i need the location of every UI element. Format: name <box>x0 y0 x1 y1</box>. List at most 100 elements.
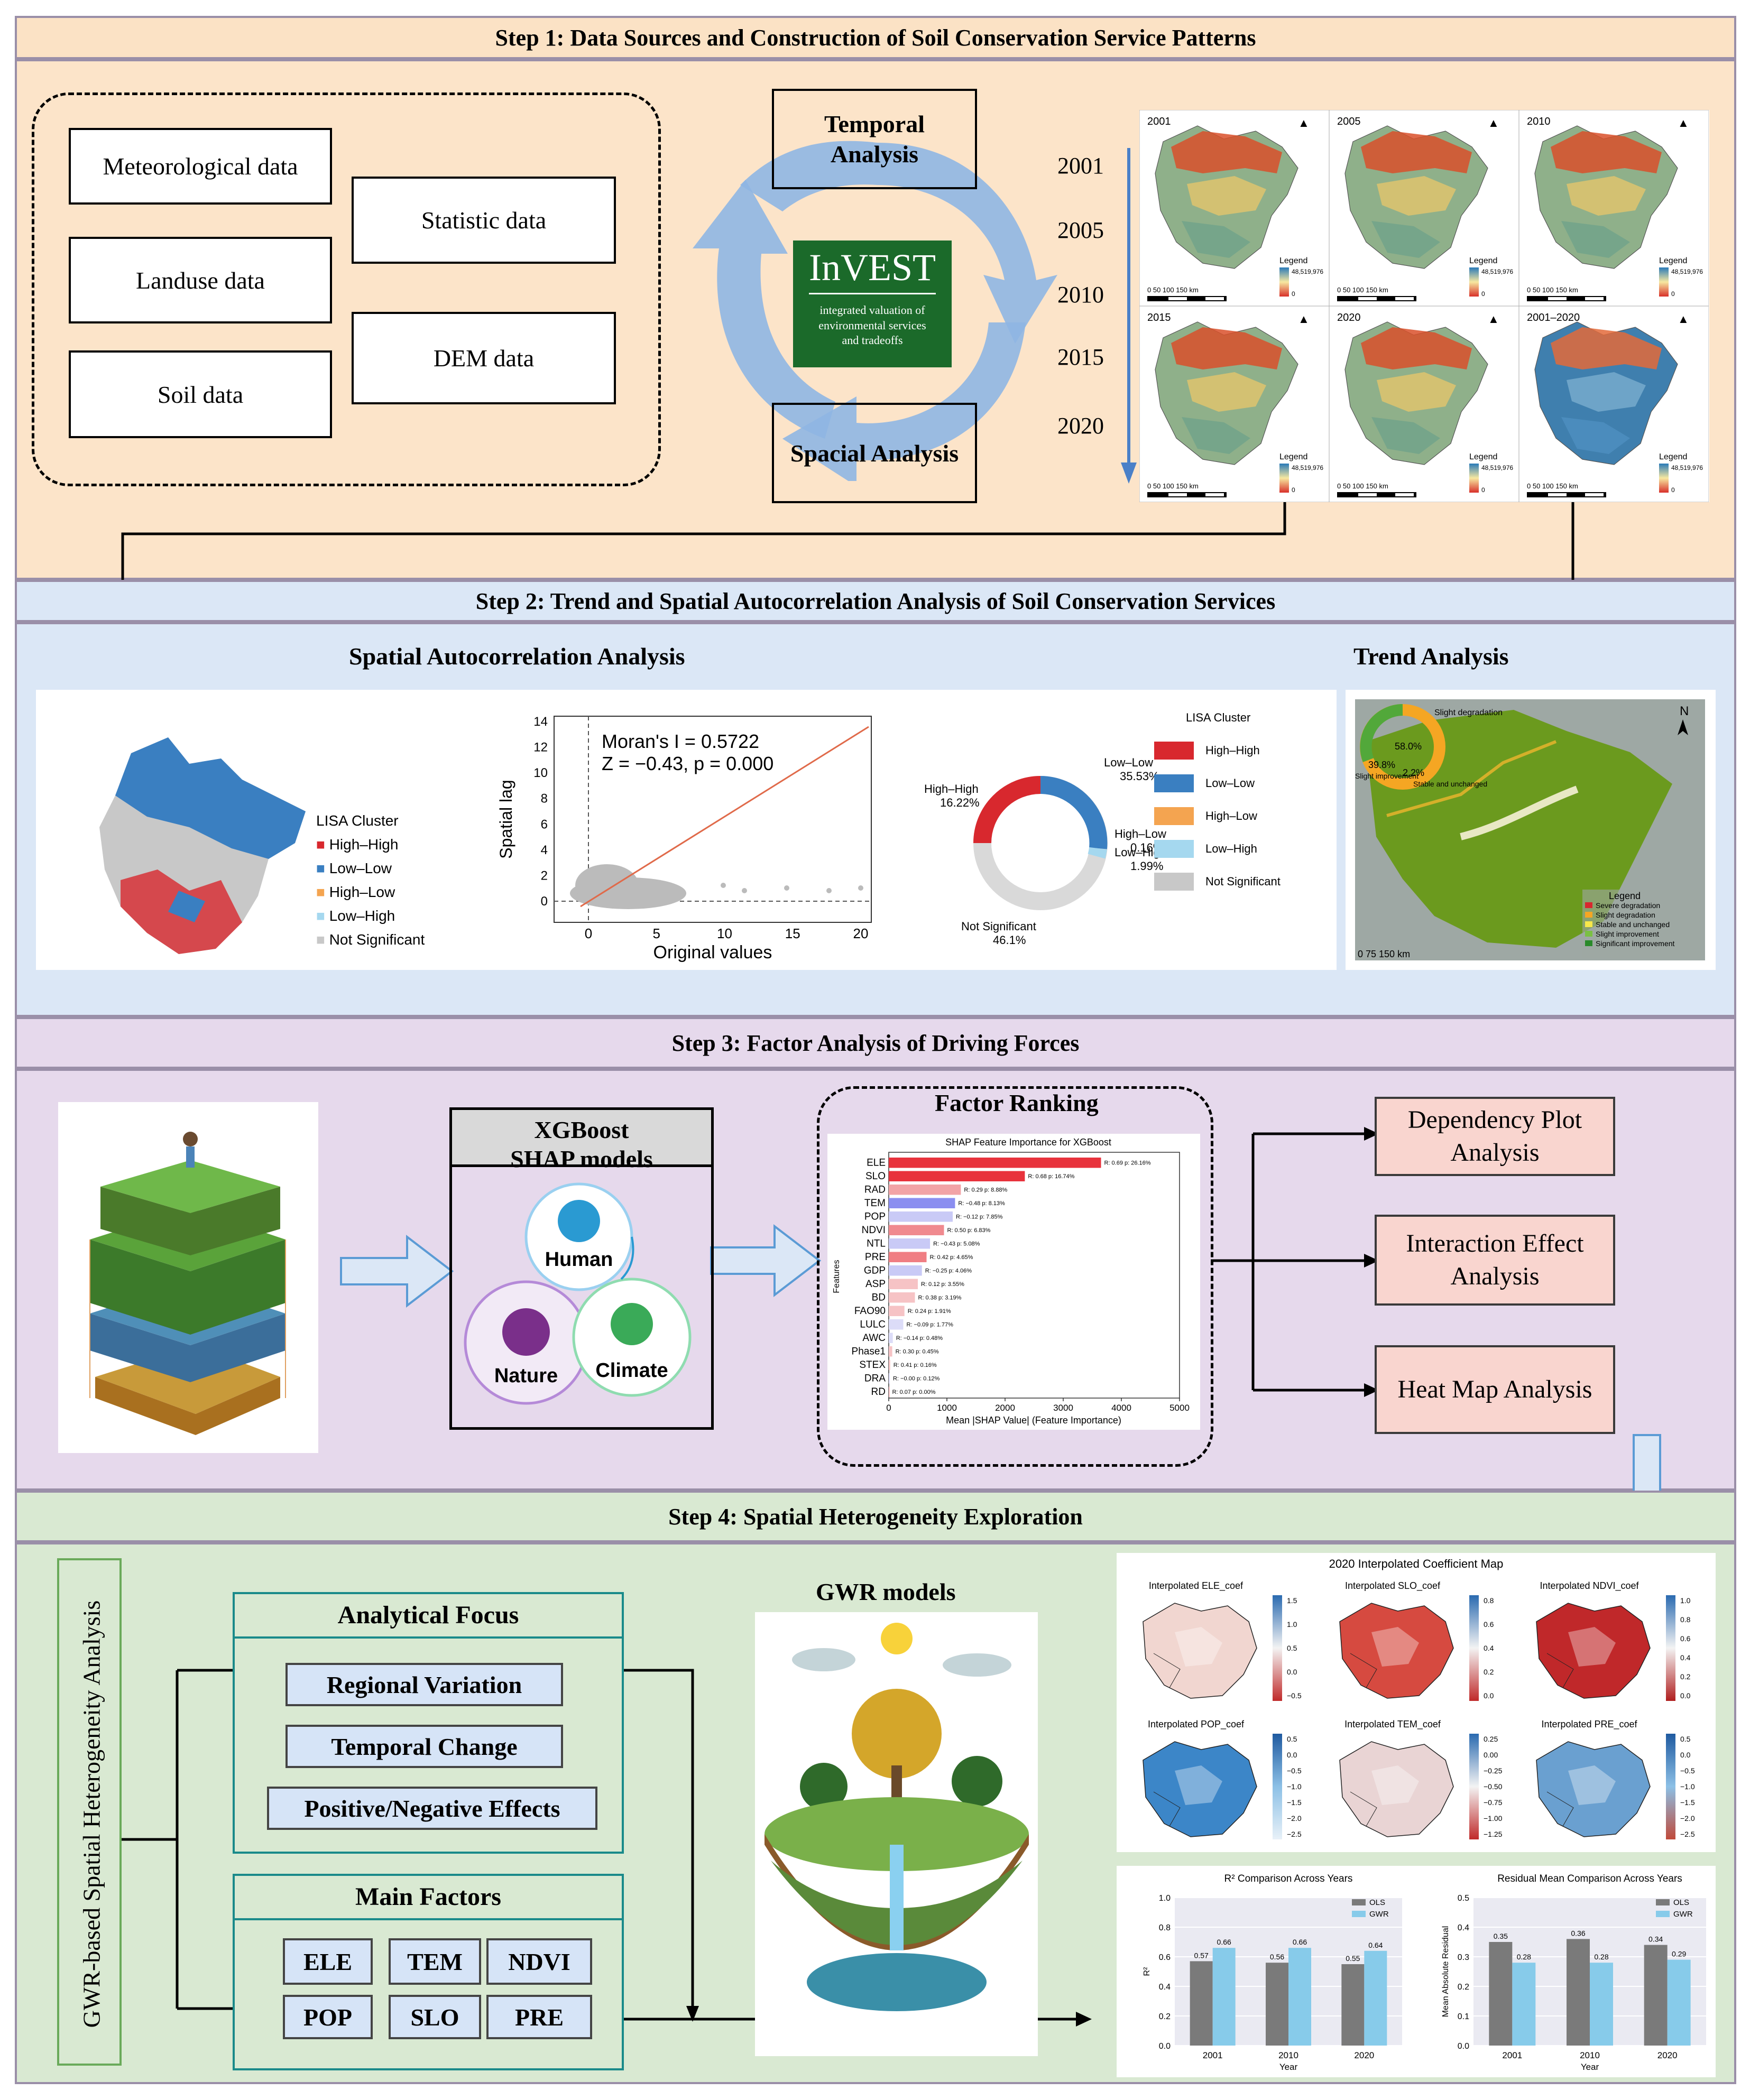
map-legend-min: 0 <box>1671 486 1675 494</box>
coef-map-tick: 0.5 <box>1287 1644 1297 1652</box>
trend-legend-swatch <box>1585 931 1592 937</box>
shap-annotation: R: 0.38 p: 3.19% <box>918 1295 962 1301</box>
coef-map-tick: 0.8 <box>1680 1615 1691 1624</box>
human-nature-climate-diagram: Human Nature Climate <box>464 1182 692 1405</box>
compare-legend-swatch <box>1352 1911 1366 1917</box>
map-scale-text: 0 50 100 150 km <box>1337 286 1388 294</box>
compare-ytick: 0.0 <box>1159 2042 1171 2051</box>
shap-annotation: R: −0.43 p: 5.08% <box>933 1241 980 1247</box>
coef-map-tick: 0.0 <box>1484 1691 1494 1700</box>
step2-title: Step 2: Trend and Spatial Autocorrelatio… <box>15 580 1736 622</box>
donut-label-value: 46.1% <box>993 933 1026 947</box>
compare-xtick: 2001 <box>1203 2050 1223 2060</box>
coef-map-tick: 0.00 <box>1484 1751 1498 1759</box>
trend-legend-item: Slight improvement <box>1596 930 1659 938</box>
r2-comparison-chart: R² Comparison Across Years0.00.20.40.60.… <box>1143 1873 1402 2072</box>
shap-annotation: R: 0.12 p: 3.55% <box>921 1281 964 1288</box>
donut-legend-item: Low–High <box>1154 832 1297 865</box>
invest-logo-subtitle: integrated valuation of environmental se… <box>818 303 926 347</box>
nature-label: Nature <box>494 1365 558 1387</box>
shap-annotation: R: 0.24 p: 1.91% <box>908 1308 951 1315</box>
compare-bar-ols <box>1567 1939 1590 2046</box>
interaction-effect-label: Interaction Effect Analysis <box>1406 1229 1584 1290</box>
shap-category-label: GDP <box>864 1265 886 1276</box>
trend-legend-item: Severe degradation <box>1596 901 1660 910</box>
map-legend-title: Legend <box>1469 452 1497 461</box>
donut-legend-item: High–High <box>1154 734 1297 767</box>
scatter-ytick: 12 <box>533 741 548 755</box>
lisa-legend-ll: ■ Low–Low <box>316 860 392 876</box>
north-arrow-icon: ▲ <box>1678 116 1689 129</box>
scatter-ytick: 0 <box>541 894 548 909</box>
shap-annotation: R: 0.07 p: 0.00% <box>892 1389 936 1395</box>
coef-map-tick: 0.25 <box>1484 1735 1498 1743</box>
coef-map-tick: −2.5 <box>1680 1830 1695 1838</box>
coef-map-tick: 0.0 <box>1680 1691 1691 1700</box>
trend-map-graphic: 58.0% 39.8% 2.2% Slight degradation Slig… <box>1355 699 1705 960</box>
donut-label-name: Low–Low <box>1104 756 1153 769</box>
compare-bar-label: 0.64 <box>1368 1941 1383 1949</box>
data-source-meteorological: Meteorological data <box>69 128 332 205</box>
trend-ring-b: 39.8% <box>1368 760 1395 770</box>
coef-map-label: Interpolated POP_coef <box>1148 1719 1245 1730</box>
coef-map-4: Interpolated POP_coef0.50.0−0.5−1.0−1.5−… <box>1143 1719 1302 1839</box>
map-legend-max: 48,519,976 <box>1481 268 1513 275</box>
coef-map-label: Interpolated SLO_coef <box>1345 1580 1441 1592</box>
map-legend-max: 48,519,976 <box>1671 268 1703 275</box>
trend-ring-d: Slight degradation <box>1434 708 1503 717</box>
coef-map-tick: 0.0 <box>1287 1751 1297 1759</box>
donut-legend-text: Low–Low <box>1205 776 1255 790</box>
soil-layers-graphic <box>89 1132 286 1435</box>
moran-zscore: Z = −0.43, p = 0.000 <box>602 753 773 774</box>
shap-chart-xlabel: Mean |SHAP Value| (Feature Importance) <box>946 1415 1121 1426</box>
compare-xtick: 2010 <box>1278 2050 1298 2060</box>
compare-ytick: 0.1 <box>1458 2012 1469 2021</box>
gwr-illustration-graphic <box>765 1623 1029 2011</box>
shap-chart-ylabel: Features <box>832 1260 841 1293</box>
compare-legend-swatch <box>1656 1911 1670 1917</box>
shap-bar <box>889 1185 961 1195</box>
factor-pre: PRE <box>486 1995 592 2039</box>
compare-chart-title: R² Comparison Across Years <box>1224 1873 1353 1884</box>
map-legend-max: 48,519,976 <box>1671 464 1703 471</box>
compare-ylabel: R² <box>1143 1967 1152 1976</box>
soil-map-year-label: 2015 <box>1147 312 1171 323</box>
shap-bar <box>889 1171 1025 1181</box>
north-arrow: N <box>1680 704 1689 718</box>
coef-map-6: Interpolated PRE_coef0.50.0−0.5−1.0−1.5−… <box>1536 1719 1695 1839</box>
shap-bar <box>889 1265 922 1276</box>
coef-map-tick: −0.50 <box>1484 1782 1503 1791</box>
donut-legend-title: LISA Cluster <box>1186 711 1251 724</box>
compare-ylabel: Mean Absolute Residual <box>1441 1926 1450 2018</box>
gwr-tree-connectors <box>122 1669 233 2010</box>
step1-title: Step 1: Data Sources and Construction of… <box>15 16 1736 59</box>
year-label-2015: 2015 <box>1057 344 1104 370</box>
donut-legend-item: Not Significant <box>1154 865 1297 898</box>
shap-bar <box>889 1319 904 1330</box>
north-arrow-icon: ▲ <box>1488 116 1499 129</box>
coef-map-tick: 1.0 <box>1680 1596 1691 1605</box>
compare-bar-ols <box>1644 1945 1668 2046</box>
shap-annotation: R: −0.25 p: 4.06% <box>925 1268 972 1274</box>
coef-map-tick: −1.25 <box>1484 1830 1503 1838</box>
trend-legend-swatch <box>1585 912 1592 918</box>
lisa-legend-hh: ■ High–High <box>316 836 399 853</box>
shap-xtick: 1000 <box>937 1403 957 1413</box>
gwr-illustration <box>755 1612 1038 2056</box>
lisa-legend-lh: ■ Low–High <box>316 908 395 924</box>
map-legend-min: 0 <box>1671 290 1675 298</box>
coef-map-label: Interpolated PRE_coef <box>1541 1719 1637 1730</box>
shap-category-label: NTL <box>867 1238 886 1250</box>
compare-bar-label: 0.34 <box>1648 1935 1663 1944</box>
shap-category-label: PRE <box>865 1252 886 1263</box>
donut-legend-item: High–Low <box>1154 800 1297 832</box>
shap-annotation: R: 0.29 p: 8.88% <box>964 1187 1007 1194</box>
compare-xlabel: Year <box>1279 2062 1298 2072</box>
lisa-cluster-map <box>99 737 306 954</box>
data-source-dem: DEM data <box>352 312 616 404</box>
factor-ndvi: NDVI <box>486 1938 592 1985</box>
